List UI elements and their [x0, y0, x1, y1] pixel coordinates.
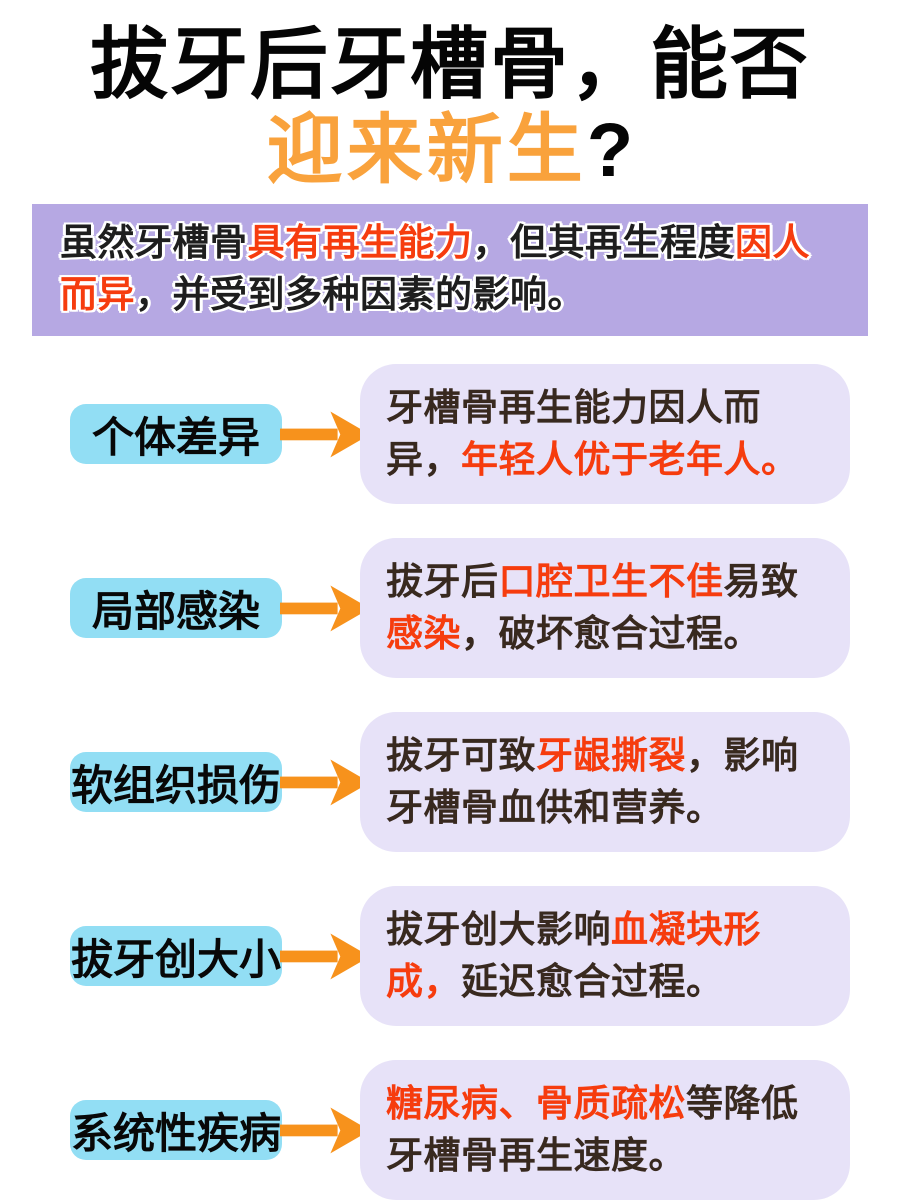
title-highlight: 迎来新生	[266, 108, 587, 194]
factor-description-text: 糖尿病、骨质疏松等降低牙槽骨再生速度。	[386, 1078, 826, 1182]
arrow-right-icon	[280, 585, 370, 632]
text-segment: 等降低牙槽骨再生速度。	[386, 1083, 799, 1177]
text-segment: 年轻人优于老年人。	[461, 439, 799, 481]
page-title: 拔牙后牙槽骨，能否 迎来新生?	[0, 0, 900, 190]
arrow-right-icon	[280, 933, 370, 980]
factor-label: 个体差异	[70, 404, 282, 465]
factor-row: 拔牙创大小 拔牙创大影响血凝块形成，延迟愈合过程。	[70, 886, 850, 1027]
factor-description: 拔牙创大影响血凝块形成，延迟愈合过程。	[360, 886, 850, 1027]
text-segment: ，并受到多种因素的影响。	[135, 274, 585, 316]
text-segment: 易致	[723, 561, 799, 603]
text-segment: 感染	[386, 613, 461, 655]
factor-description: 牙槽骨再生能力因人而异，年轻人优于老年人。	[360, 364, 850, 505]
arrow-right-icon	[280, 411, 370, 458]
text-segment: 具有再生能力	[247, 222, 473, 264]
text-segment: 拔牙创大影响	[386, 909, 611, 951]
text-segment: 拔牙可致	[386, 735, 536, 777]
factor-description-text: 牙槽骨再生能力因人而异，年轻人优于老年人。	[386, 382, 826, 486]
text-segment: ，破坏愈合过程。	[461, 613, 761, 655]
factor-description-text: 拔牙可致牙龈撕裂，影响牙槽骨血供和营养。	[386, 730, 826, 834]
factor-list: 个体差异 牙槽骨再生能力因人而异，年轻人优于老年人。局部感染 拔牙后口腔卫生不佳易致…	[0, 364, 900, 1200]
text-segment: 血凝块形成，	[386, 909, 761, 1003]
text-segment: 拔牙后	[386, 561, 499, 603]
factor-label: 局部感染	[70, 578, 282, 639]
text-segment: 因人而异	[60, 222, 810, 316]
factor-row: 软组织损伤 拔牙可致牙龈撕裂，影响牙槽骨血供和营养。	[70, 712, 850, 853]
intro-banner: 虽然牙槽骨具有再生能力，但其再生程度因人而异，并受到多种因素的影响。	[32, 204, 868, 337]
factor-row: 个体差异 牙槽骨再生能力因人而异，年轻人优于老年人。	[70, 364, 850, 505]
text-segment: 牙槽骨再生能力因人而异，	[386, 387, 761, 481]
factor-label: 系统性疾病	[70, 1100, 282, 1161]
text-segment: 延迟愈合过程。	[461, 961, 724, 1003]
title-line-1: 拔牙后牙槽骨，能否	[89, 20, 810, 108]
arrow-right-icon	[280, 1107, 370, 1154]
factor-label: 软组织损伤	[70, 752, 282, 813]
factor-description-text: 拔牙创大影响血凝块形成，延迟愈合过程。	[386, 904, 826, 1008]
arrow-right-icon	[280, 759, 370, 806]
factor-description-text: 拔牙后口腔卫生不佳易致感染，破坏愈合过程。	[386, 556, 826, 660]
factor-description: 拔牙可致牙龈撕裂，影响牙槽骨血供和营养。	[360, 712, 850, 853]
text-segment: ，但其再生程度	[472, 222, 735, 264]
text-segment: ，影响牙槽骨血供和营养。	[386, 735, 799, 829]
text-segment: 糖尿病、骨质疏松	[386, 1083, 686, 1125]
text-segment: 口腔卫生不佳	[498, 561, 724, 603]
text-segment: 虽然牙槽骨	[60, 222, 248, 264]
title-line-2: 迎来新生?	[0, 111, 900, 190]
factor-row: 局部感染 拔牙后口腔卫生不佳易致感染，破坏愈合过程。	[70, 538, 850, 679]
text-segment: 牙龈撕裂	[536, 735, 686, 777]
factor-row: 系统性疾病 糖尿病、骨质疏松等降低牙槽骨再生速度。	[70, 1060, 850, 1200]
factor-description: 糖尿病、骨质疏松等降低牙槽骨再生速度。	[360, 1060, 850, 1200]
factor-description: 拔牙后口腔卫生不佳易致感染，破坏愈合过程。	[360, 538, 850, 679]
title-question-mark: ?	[586, 108, 634, 194]
factor-label: 拔牙创大小	[70, 926, 282, 987]
